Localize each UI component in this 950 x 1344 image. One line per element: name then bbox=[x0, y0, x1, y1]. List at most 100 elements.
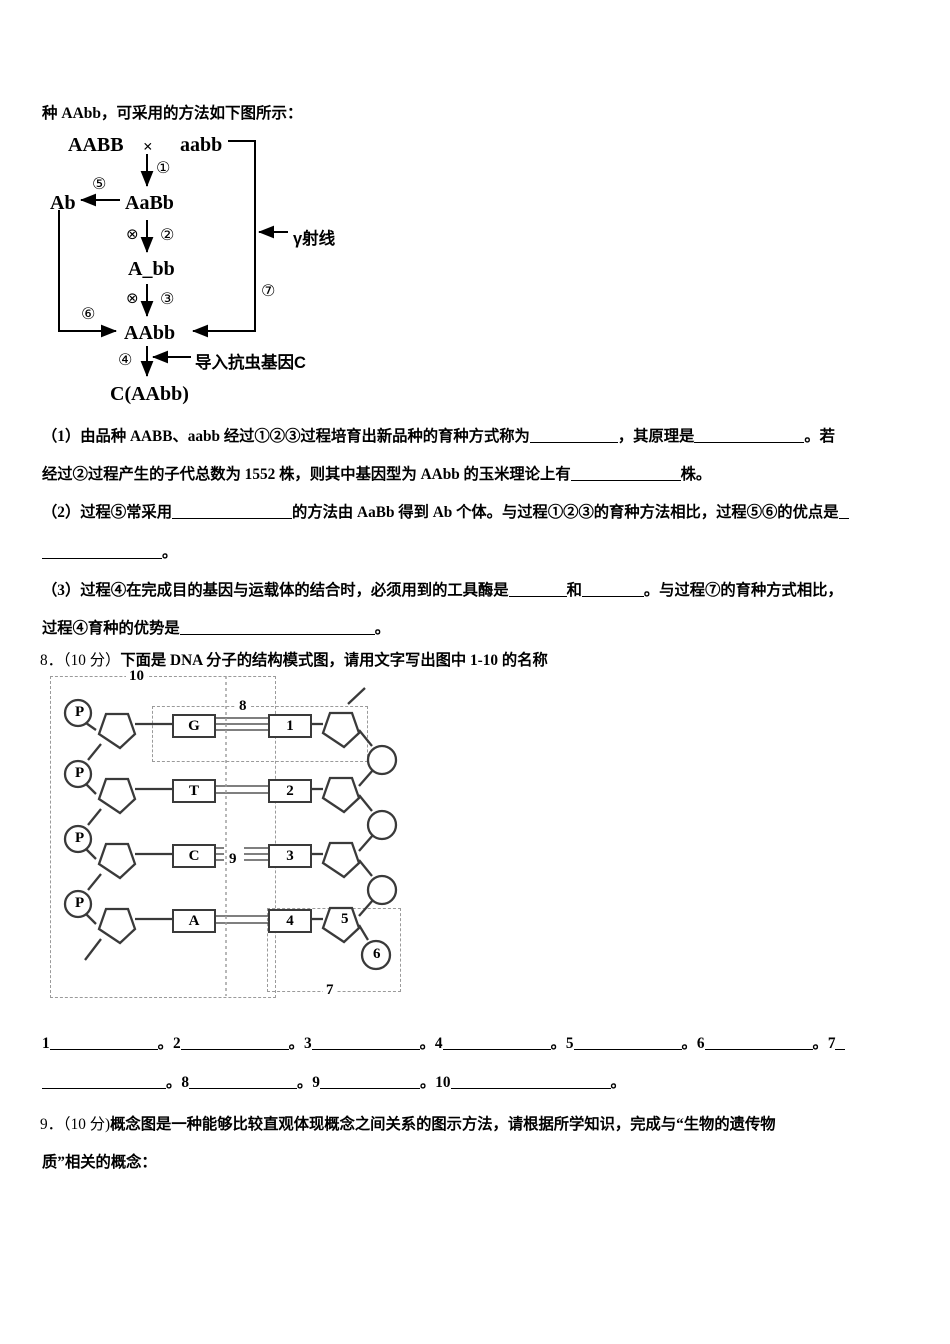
dna-backbone bbox=[63, 676, 398, 996]
callout-box-10 bbox=[50, 676, 276, 998]
answer-blank-7-start[interactable] bbox=[835, 1035, 846, 1050]
sep-9: 。 bbox=[419, 1074, 436, 1091]
q3-blank-1[interactable] bbox=[508, 582, 567, 597]
q1-blank-1[interactable] bbox=[529, 428, 618, 443]
phosphate-label-1: P bbox=[75, 704, 85, 720]
answer-blank-6[interactable] bbox=[704, 1035, 813, 1050]
question-9-line-1: 9．（10 分)概念图是一种能够比较直观体现概念之间关系的图示方法，请根据所学知… bbox=[40, 1112, 776, 1134]
q1-text-d: 经过②过程产生的子代总数为 1552 株，则其中基因型为 AAbb 的玉米理论上… bbox=[42, 466, 571, 483]
genotype-f2: A_bb bbox=[128, 258, 175, 280]
base-left-4: A bbox=[172, 909, 216, 933]
label-10: 10 bbox=[126, 668, 147, 685]
answer-blank-9[interactable] bbox=[319, 1074, 420, 1089]
answer-blank-2[interactable] bbox=[180, 1035, 289, 1050]
answer-num-7: 7 bbox=[827, 1035, 836, 1052]
q2-text-a: （2）过程⑤常采用 bbox=[42, 504, 173, 521]
q1-text-a: （1）由品种 AABB、aabb 经过①②③过程培育出新品种的育种方式称为 bbox=[42, 428, 530, 445]
q3-text-a: （3）过程④在完成目的基因与运载体的结合时，必须用到的工具酶是 bbox=[42, 582, 509, 599]
step-6: ⑥ bbox=[81, 304, 96, 323]
question-1-line-1: （1）由品种 AABB、aabb 经过①②③过程培育出新品种的育种方式称为 ，其原… bbox=[42, 424, 835, 446]
sep-6: 。 bbox=[812, 1035, 828, 1052]
q8-number: 8． bbox=[40, 652, 63, 669]
answer-blank-8[interactable] bbox=[188, 1074, 297, 1089]
base-left-2: T bbox=[172, 779, 216, 803]
question-2-line-2: 。 bbox=[42, 540, 177, 562]
sep-7: 。 bbox=[166, 1074, 182, 1091]
q9-text-2: 质”相关的概念： bbox=[42, 1154, 157, 1171]
sep-3: 。 bbox=[419, 1035, 435, 1052]
selfing-symbol-1: ⊗ bbox=[126, 225, 139, 243]
label-7: 7 bbox=[323, 982, 337, 999]
phosphate-label-3: P bbox=[75, 830, 85, 846]
q3-text-e: 。 bbox=[374, 620, 390, 637]
q2-blank-1[interactable] bbox=[172, 504, 293, 519]
cross-symbol: × bbox=[143, 137, 153, 156]
label-8: 8 bbox=[236, 698, 250, 715]
answer-blank-5[interactable] bbox=[573, 1035, 682, 1050]
question-3-line-1: （3）过程④在完成目的基因与运载体的结合时，必须用到的工具酶是和。与过程⑦的育种… bbox=[42, 578, 843, 600]
question-3-line-2: 过程④育种的优势是。 bbox=[42, 616, 390, 638]
intro-line: 种 AAbb，可采用的方法如下图所示： bbox=[42, 105, 303, 122]
q9-text-1: 概念图是一种能够比较直观体现概念之间关系的图示方法，请根据所学知识，完成与“生物… bbox=[110, 1116, 776, 1133]
q2-blank-2-start[interactable] bbox=[838, 504, 849, 519]
answer-blank-1[interactable] bbox=[49, 1035, 158, 1050]
answer-blank-7-cont[interactable] bbox=[42, 1074, 166, 1089]
answer-num-1: 1 bbox=[42, 1035, 50, 1052]
q8-score: （10 分） bbox=[62, 652, 121, 669]
answer-blanks-row-1: 1。2。3。4。5。6。7 bbox=[42, 1031, 846, 1053]
breeding-arrows bbox=[58, 140, 288, 377]
q1-text-e: 株。 bbox=[680, 466, 712, 483]
answer-num-4: 4 bbox=[434, 1035, 443, 1052]
gene-c-label: 导入抗虫基因C bbox=[195, 354, 306, 372]
q1-text-c: 。若 bbox=[804, 428, 835, 445]
genotype-gamete-ab: Ab bbox=[50, 192, 76, 214]
question-8-header: 8．（10 分）下面是 DNA 分子的结构模式图，请用文字写出图中 1-10 的… bbox=[40, 648, 548, 670]
base-left-3: C bbox=[172, 844, 216, 868]
sep-4: 。 bbox=[550, 1035, 566, 1052]
q1-blank-2[interactable] bbox=[694, 428, 805, 443]
label-6: 6 bbox=[373, 946, 381, 962]
base-right-3: 3 bbox=[268, 844, 312, 868]
answer-num-5: 5 bbox=[565, 1035, 574, 1052]
answer-blank-3[interactable] bbox=[311, 1035, 420, 1050]
phosphate-label-2: P bbox=[75, 765, 85, 781]
base-left-1: G bbox=[172, 714, 216, 738]
q2-text-c: 。 bbox=[162, 544, 178, 561]
sep-5: 。 bbox=[681, 1035, 697, 1052]
q1-blank-3[interactable] bbox=[570, 466, 681, 481]
answer-num-9: 9 bbox=[312, 1074, 320, 1091]
breeding-diagram: AABB × aabb Ab AaBb A_bb AAbb C(AAbb) ① … bbox=[50, 118, 450, 408]
answer-blank-10[interactable] bbox=[450, 1074, 611, 1089]
q3-blank-3[interactable] bbox=[179, 620, 375, 635]
phosphate-label-4: P bbox=[75, 895, 85, 911]
answer-blank-4[interactable] bbox=[442, 1035, 551, 1050]
question-9-line-2: 质”相关的概念： bbox=[42, 1150, 157, 1172]
base-right-4: 4 bbox=[268, 909, 312, 933]
label-9: 9 bbox=[229, 851, 237, 867]
base-right-2: 2 bbox=[268, 779, 312, 803]
question-1-line-2: 经过②过程产生的子代总数为 1552 株，则其中基因型为 AAbb 的玉米理论上… bbox=[42, 462, 711, 484]
q3-blank-2[interactable] bbox=[581, 582, 644, 597]
step-4: ④ bbox=[118, 350, 133, 369]
callout-box-8 bbox=[152, 706, 368, 762]
sep-2: 。 bbox=[288, 1035, 304, 1052]
q9-score: （10 分) bbox=[62, 1116, 111, 1133]
sep-10: 。 bbox=[610, 1074, 626, 1091]
q2-blank-2-cont[interactable] bbox=[42, 544, 162, 559]
genotype-f1: AaBb bbox=[125, 192, 174, 214]
sep-1: 。 bbox=[157, 1035, 173, 1052]
step-2: ② bbox=[160, 225, 175, 244]
answer-num-8: 8 bbox=[181, 1074, 189, 1091]
genotype-parent1: AABB bbox=[68, 134, 124, 156]
q9-number: 9． bbox=[40, 1116, 63, 1133]
base-right-1: 1 bbox=[268, 714, 312, 738]
step-1: ① bbox=[156, 158, 171, 177]
genotype-final: C(AAbb) bbox=[110, 383, 189, 405]
label-5: 5 bbox=[341, 911, 349, 927]
answer-blanks-row-2: 。8。9。10。 bbox=[42, 1070, 626, 1092]
answer-num-10: 10 bbox=[435, 1074, 451, 1091]
answer-num-3: 3 bbox=[303, 1035, 312, 1052]
q1-text-b: ，其原理是 bbox=[617, 428, 695, 445]
answer-num-2: 2 bbox=[172, 1035, 181, 1052]
